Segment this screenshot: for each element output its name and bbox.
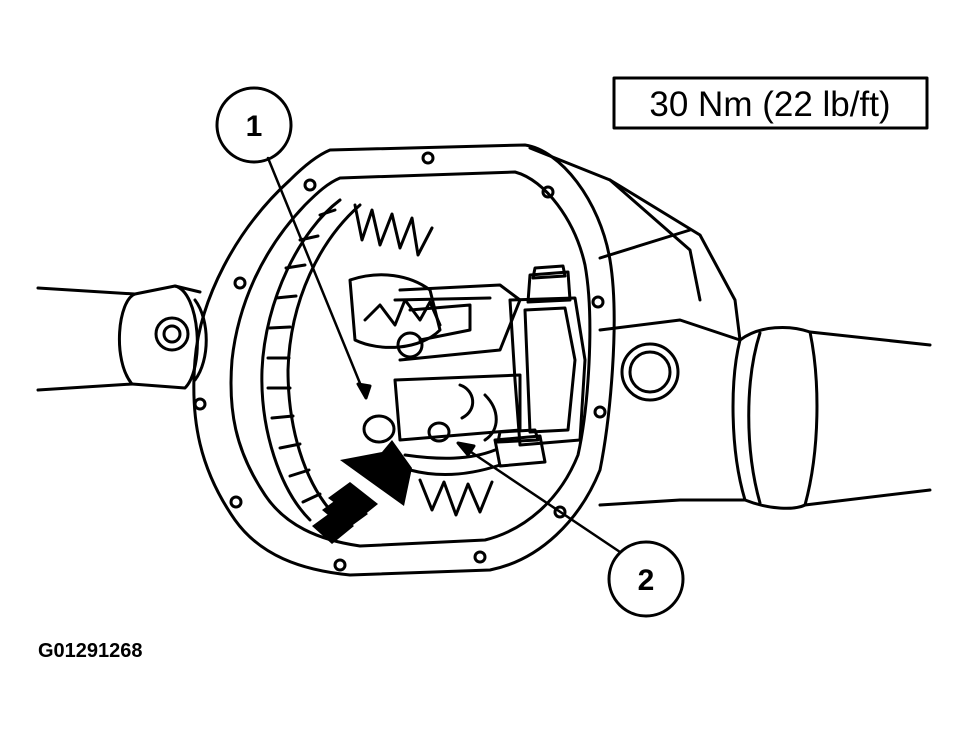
figure-id: G01291268	[38, 640, 143, 662]
callout-1	[215, 86, 372, 400]
torque-spec-text: 30 Nm (22 lb/ft)	[649, 85, 890, 124]
housing-flange-outer	[192, 143, 616, 577]
flange-bolt-holes	[193, 151, 607, 572]
housing-upper-right	[528, 146, 742, 342]
callout-1-label: 1	[246, 110, 263, 143]
torque-spec-box	[612, 76, 929, 130]
differential-case	[348, 273, 522, 517]
callout-2-label: 2	[638, 564, 655, 597]
right-axle-tube	[598, 318, 932, 510]
fill-plug-2	[427, 421, 451, 443]
fill-plug-1	[362, 414, 396, 444]
callout-2	[456, 441, 685, 618]
left-axle-tube	[36, 284, 208, 392]
ring-gear	[260, 198, 434, 522]
direction-arrow	[312, 440, 412, 544]
bearing-cap	[493, 264, 587, 468]
